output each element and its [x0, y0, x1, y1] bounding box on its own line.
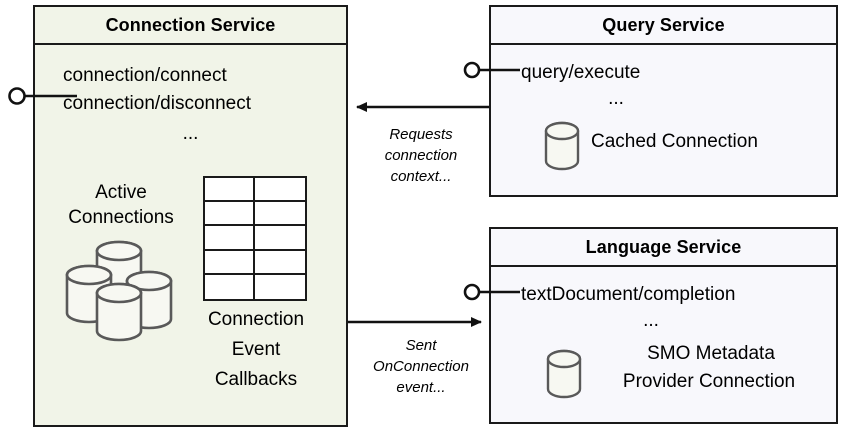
table-cell: [255, 275, 305, 299]
database-cylinder-icon: [546, 349, 582, 399]
language-service-interface-completion[interactable]: textDocument/completion: [521, 284, 736, 305]
edge-label-line3: context...: [390, 168, 452, 185]
connection-service-body: connection/connect connection/disconnect…: [35, 45, 346, 427]
database-cluster-icon: [65, 240, 173, 342]
callbacks-label-line2: Event: [231, 339, 281, 360]
edge-label-line2: OnConnection: [373, 358, 469, 375]
table-cell: [205, 274, 255, 299]
connection-service-title: Connection Service: [35, 7, 346, 45]
component-language-service[interactable]: Language Service textDocument/completion…: [489, 227, 838, 424]
table-cell: [205, 250, 255, 275]
query-service-ellipsis: ...: [608, 88, 624, 109]
query-service-title: Query Service: [491, 7, 836, 45]
connection-service-interface-disconnect[interactable]: connection/disconnect: [63, 93, 252, 114]
query-service-resource-label: Cached Connection: [591, 131, 758, 152]
table-grid-icon: [203, 176, 307, 301]
language-service-resource-label-line2: Provider Connection: [622, 371, 796, 392]
language-service-body: textDocument/completion ... SMO Metadata…: [491, 267, 836, 424]
table-cell: [255, 251, 305, 275]
edge-label-query-to-connection: Requests connection context...: [360, 124, 482, 187]
edge-label-connection-to-language: Sent OnConnection event...: [356, 335, 486, 398]
table-cell: [255, 178, 305, 203]
query-service-body: query/execute ... Cached Connection: [491, 45, 836, 197]
edge-label-line1: Sent: [405, 337, 437, 354]
active-connections-label-line1: Active: [95, 182, 147, 203]
table-cell: [205, 178, 255, 203]
table-cell: [255, 226, 305, 251]
connection-service-ellipsis: ...: [182, 123, 199, 144]
language-service-ellipsis: ...: [643, 310, 659, 331]
language-service-title: Language Service: [491, 229, 836, 267]
table-cell: [205, 226, 255, 251]
database-cylinder-icon: [544, 121, 580, 171]
query-service-interface-execute[interactable]: query/execute: [521, 62, 641, 83]
edge-label-line2: connection: [384, 147, 458, 164]
callbacks-label-line3: Callbacks: [214, 369, 298, 390]
component-connection-service[interactable]: Connection Service connection/connect co…: [33, 5, 348, 427]
connection-service-interface-connect[interactable]: connection/connect: [63, 65, 227, 86]
edge-label-line3: event...: [396, 379, 446, 396]
edge-label-line1: Requests: [389, 126, 453, 143]
table-cell: [255, 202, 305, 227]
active-connections-label-line2: Connections: [68, 207, 174, 228]
callbacks-label-line1: Connection: [207, 309, 305, 330]
table-cell: [205, 202, 255, 227]
component-query-service[interactable]: Query Service query/execute ... Cached C…: [489, 5, 838, 197]
language-service-resource-label-line1: SMO Metadata: [647, 343, 775, 364]
